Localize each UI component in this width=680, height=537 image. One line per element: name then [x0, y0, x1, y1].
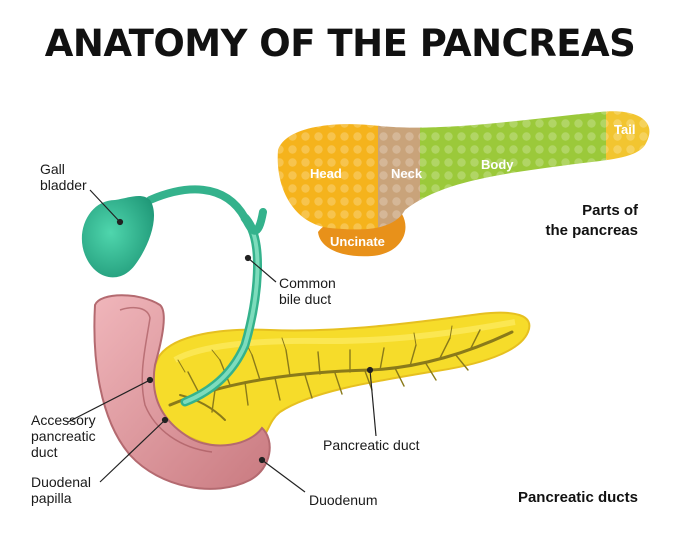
parts-heading: Parts of the pancreas: [545, 202, 638, 239]
duodenal-papilla-leader: [99, 419, 166, 483]
page-title: ANATOMY OF THE PANCREAS: [44, 22, 636, 65]
part-label-uncinate: Uncinate: [330, 234, 385, 249]
part-label-body: Body: [481, 157, 514, 172]
label-common-bile-duct: Common bile duct: [279, 275, 336, 307]
duodenum-leader: [261, 459, 306, 493]
label-pancreatic-duct: Pancreatic duct: [323, 437, 420, 453]
part-label-tail: Tail: [614, 122, 636, 137]
common-bile-duct-leader: [247, 257, 277, 283]
label-duodenal-papilla: Duodenal papilla: [31, 474, 91, 506]
accessory-duct-leader: [67, 379, 151, 423]
label-gall-bladder: Gall bladder: [40, 161, 87, 193]
pancreatic-duct-leader: [369, 369, 377, 437]
duodenum: [93, 294, 271, 490]
pancreatic-ducts-heading: Pancreatic ducts: [517, 489, 638, 506]
gallbladder: [81, 195, 155, 278]
part-label-neck: Neck: [391, 166, 423, 181]
part-label-head: Head: [310, 166, 342, 181]
label-accessory-pancreatic-duct: Accessory pancreatic duct: [31, 412, 96, 460]
label-duodenum: Duodenum: [309, 492, 378, 508]
pancreas: [152, 311, 531, 449]
gall-bladder-leader: [89, 189, 121, 223]
